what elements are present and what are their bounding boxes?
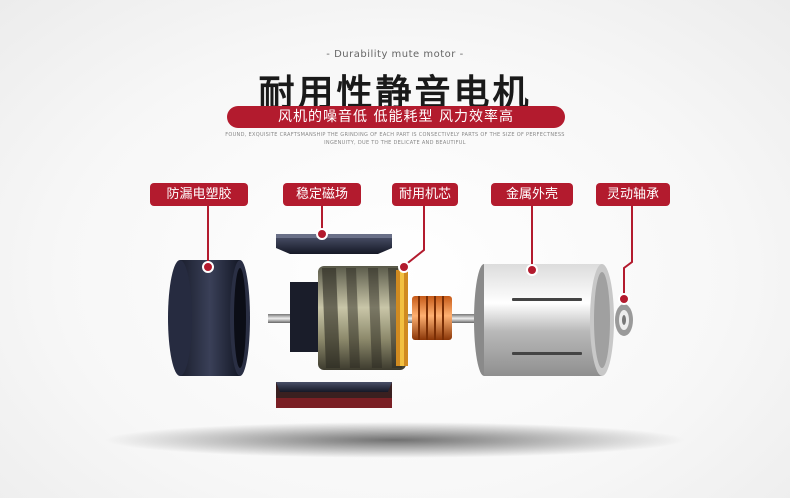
label-magnetic-field: 稳定磁场 — [283, 183, 361, 206]
pointer-lines — [207, 206, 633, 298]
plastic-insulation-ring — [168, 260, 250, 376]
feature-banner: 风机的噪音低 低能耗型 风力效率高 — [227, 106, 565, 128]
copper-commutator — [412, 296, 452, 340]
bearing — [615, 304, 633, 336]
metal-shell — [474, 264, 614, 376]
magnet-top — [276, 234, 392, 254]
armature-core — [318, 266, 408, 370]
pointer-dots — [202, 228, 630, 305]
ground-shadow — [105, 422, 685, 458]
label-motor-core: 耐用机芯 — [392, 183, 458, 206]
label-metal-shell: 金属外壳 — [491, 183, 573, 206]
fine-print-line-1: FOUND, EXQUISITE CRAFTSMANSHIP THE GRIND… — [225, 132, 565, 138]
label-bearing: 灵动轴承 — [596, 183, 670, 206]
label-plastic-insulation: 防漏电塑胶 — [150, 183, 248, 206]
english-tagline: - Durability mute motor - — [326, 49, 464, 60]
fine-print-line-2: INGENUITY, DUE TO THE DELICATE AND BEAUT… — [324, 140, 466, 146]
magnet-bottom — [276, 382, 392, 408]
